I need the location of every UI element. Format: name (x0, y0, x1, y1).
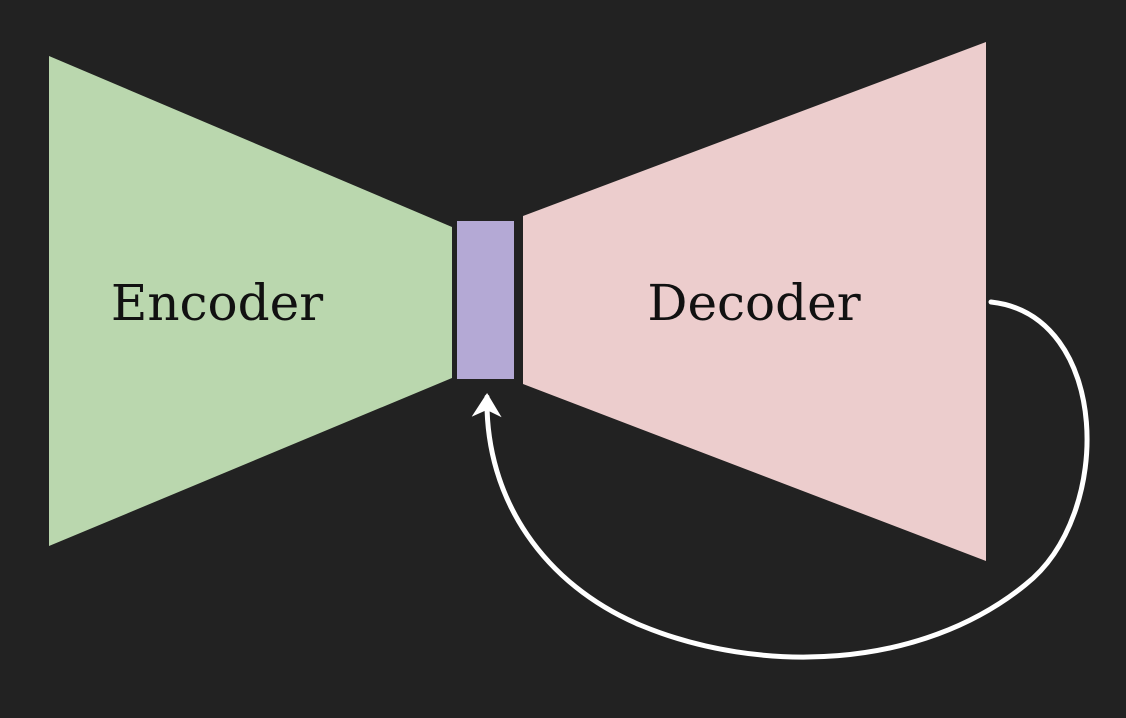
feedback-arrow (471, 299, 1090, 660)
encoder-label: Encoder (111, 274, 323, 332)
decoder-label: Decoder (647, 274, 860, 332)
bottleneck-block (457, 221, 514, 379)
decoder-block (523, 42, 986, 561)
encoder-block (49, 56, 452, 546)
